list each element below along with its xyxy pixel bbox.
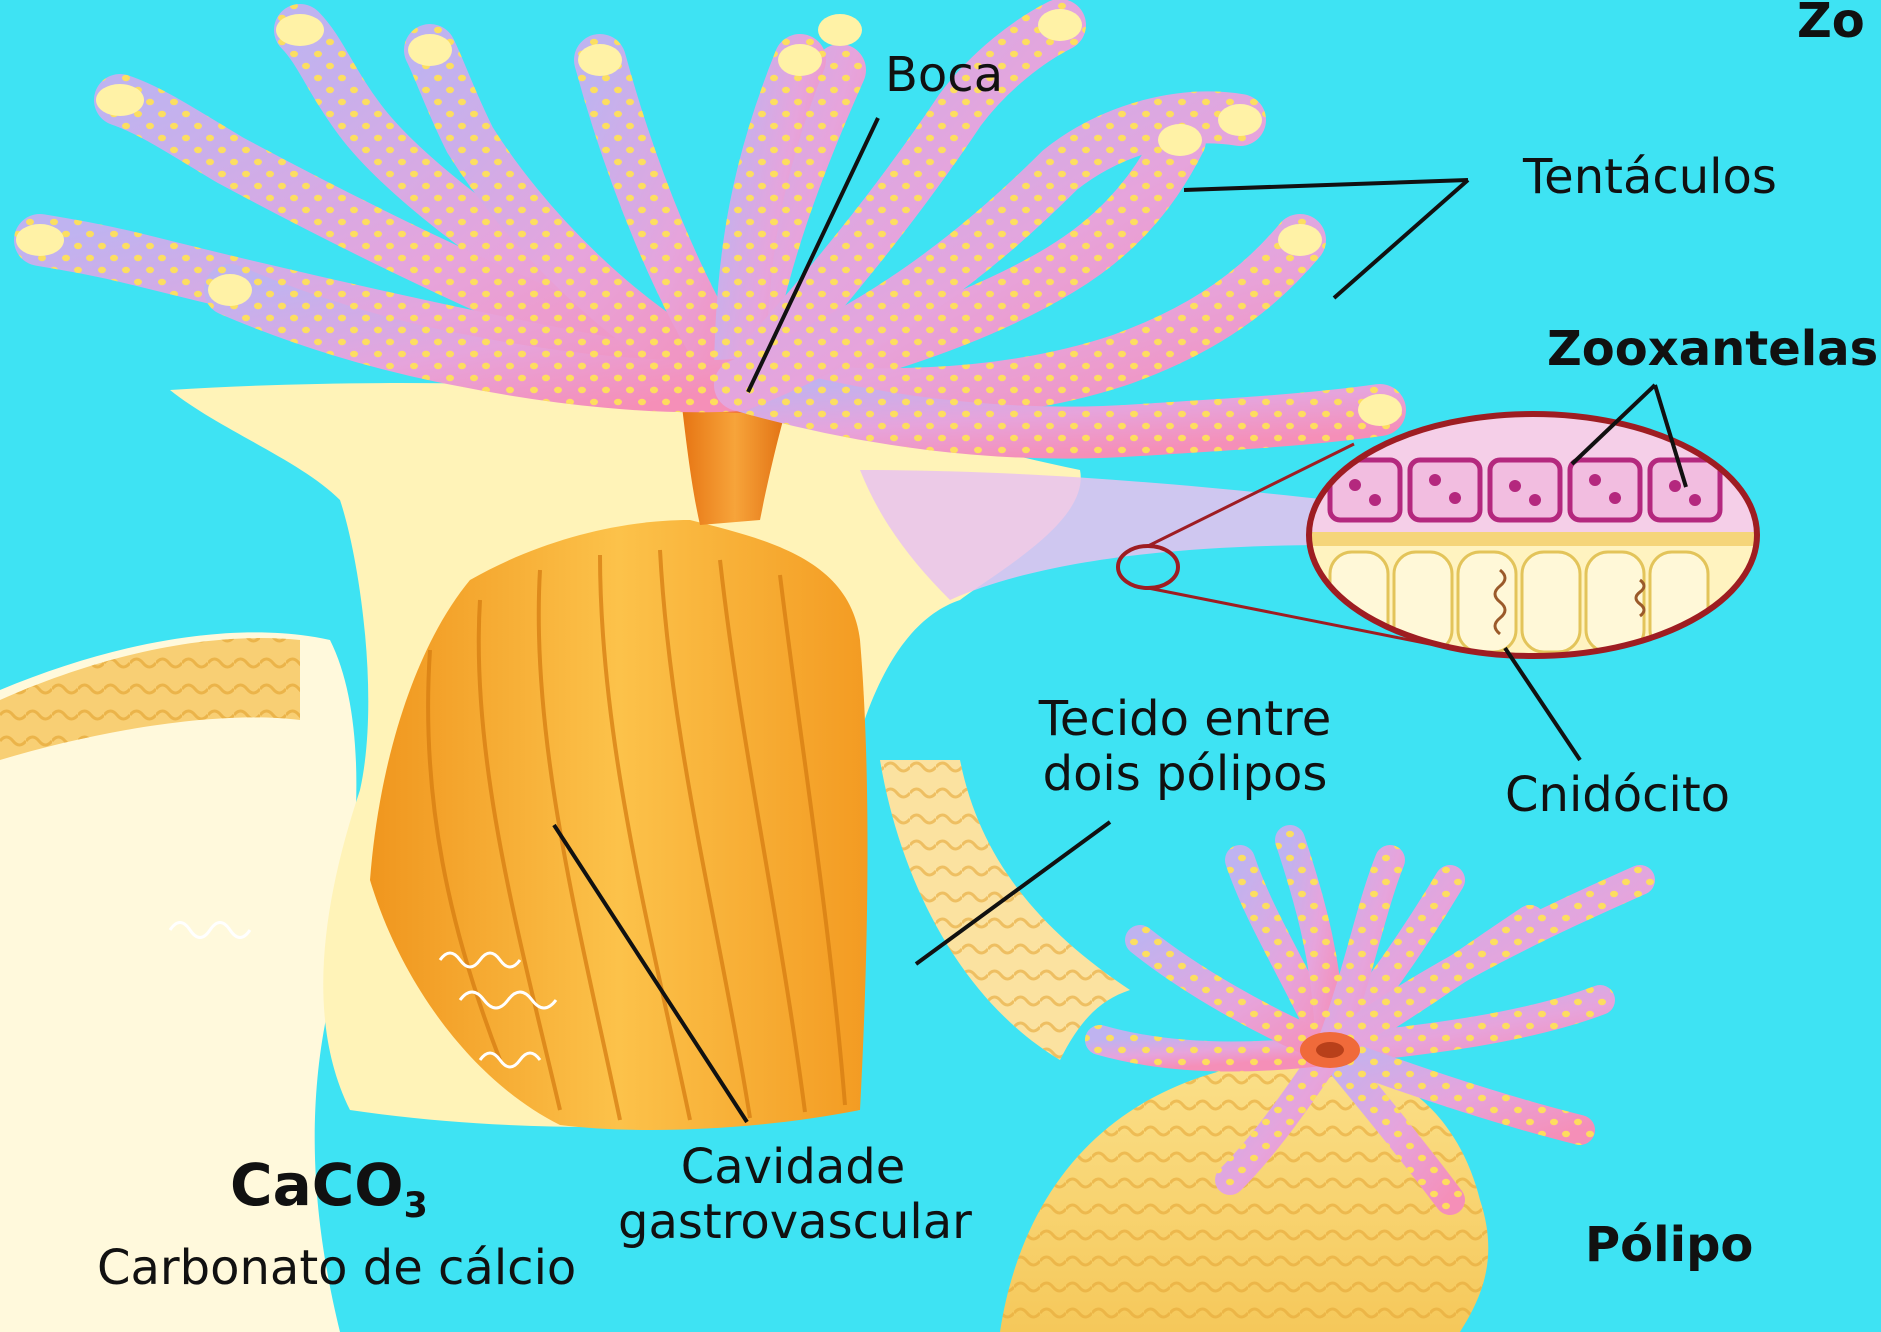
formula-subscript: 3 bbox=[404, 1186, 428, 1226]
small-polyp-mouth-center bbox=[1316, 1042, 1344, 1058]
label-zooxantelas: Zooxantelas bbox=[1547, 322, 1878, 377]
label-tecido-line1: Tecido entre bbox=[1020, 692, 1350, 747]
label-boca: Boca bbox=[885, 48, 1003, 103]
label-tecido-line2: dois pólipos bbox=[1020, 747, 1350, 802]
label-cnidocito: Cnidócito bbox=[1505, 768, 1730, 823]
label-cavidade-gastrovascular: Cavidade gastrovascular bbox=[618, 1140, 968, 1250]
label-tentaculos: Tentáculos bbox=[1523, 150, 1777, 205]
label-tecido-entre-polipos: Tecido entre dois pólipos bbox=[1020, 692, 1350, 802]
formula-base: CaCO bbox=[230, 1151, 404, 1219]
label-caco3: CaCO3 bbox=[230, 1152, 428, 1226]
label-carbonato-de-calcio: Carbonato de cálcio bbox=[97, 1241, 576, 1296]
label-cavidade-line2: gastrovascular bbox=[618, 1195, 968, 1250]
label-polipo: Pólipo bbox=[1585, 1218, 1753, 1273]
zooxanthellae-cells bbox=[1330, 460, 1720, 520]
label-top-corner: Zo bbox=[1797, 0, 1865, 49]
label-cavidade-line1: Cavidade bbox=[618, 1140, 968, 1195]
